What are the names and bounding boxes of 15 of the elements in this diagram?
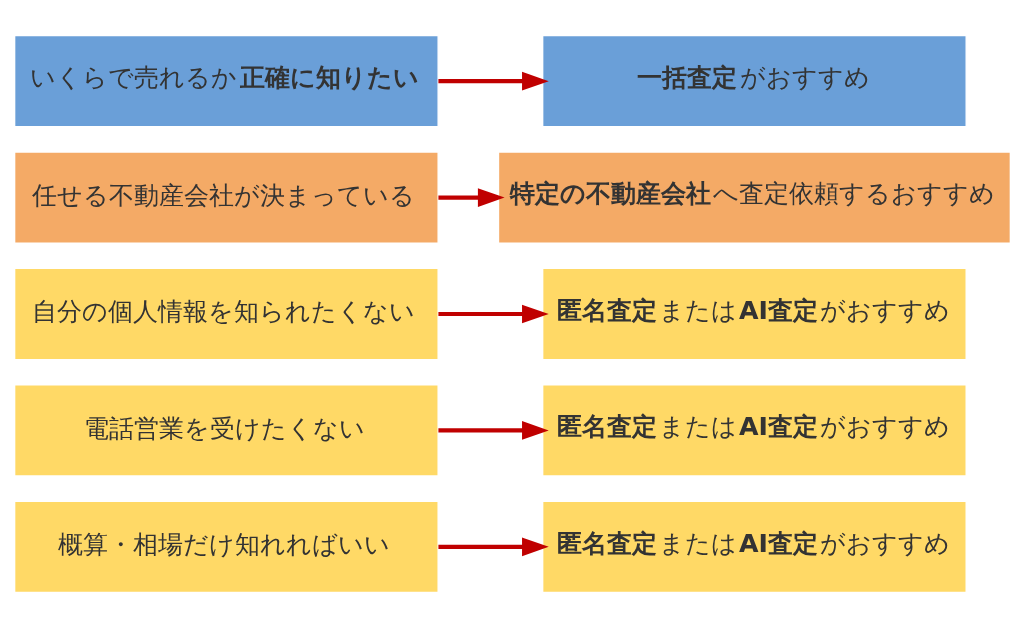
node-box: 匿名査定またはAI査定がおすすめ — [541, 383, 967, 477]
arrow — [437, 71, 549, 91]
node-box: 匿名査定またはAI査定がおすすめ — [541, 267, 967, 360]
node-box: 自分の個人情報を知られたくない — [13, 267, 439, 360]
arrow — [437, 420, 549, 440]
node-box: 概算・相場だけ知れればいい — [13, 500, 439, 593]
node-box: 電話営業を受けたくない — [13, 383, 439, 477]
arrow — [437, 536, 549, 556]
node-box: 任せる不動産会社が決まっている — [13, 150, 439, 244]
node-box: 匿名査定またはAI査定がおすすめ — [541, 500, 967, 593]
arrow — [437, 187, 505, 207]
node-box: 一括査定がおすすめ — [541, 34, 967, 127]
arrow — [437, 304, 549, 323]
node-box: 特定の不動産会社へ査定依頼するおすすめ — [497, 150, 1011, 244]
node-box: いくらで売れるか正確に知りたい — [13, 34, 439, 127]
